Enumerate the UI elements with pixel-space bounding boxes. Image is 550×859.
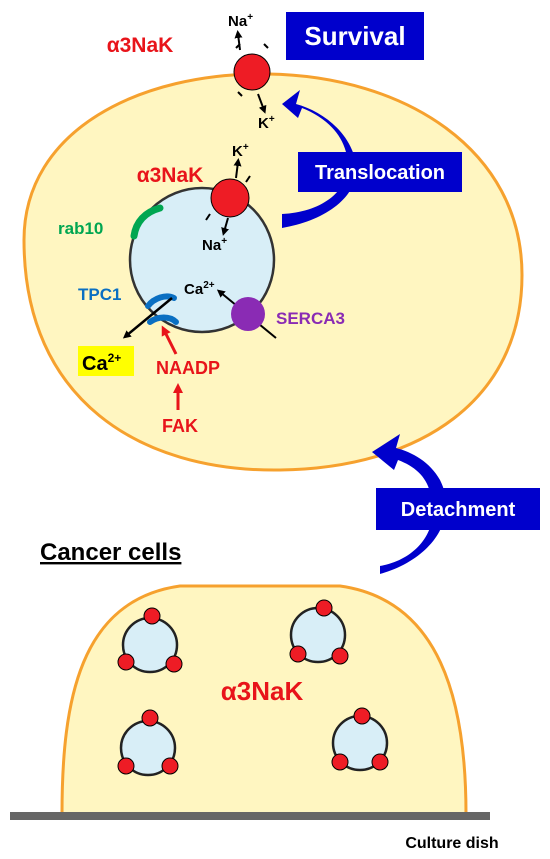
survival-label: Survival xyxy=(304,21,405,51)
vesicle-cluster xyxy=(331,707,389,772)
k-ion-cytosol: K+ xyxy=(232,142,249,160)
rab10-protein xyxy=(130,204,164,240)
vesicle-cluster xyxy=(117,607,183,674)
k-vesicle-arrow xyxy=(233,158,242,179)
detachment-arrow xyxy=(372,434,447,574)
a3nak-membrane-pump xyxy=(233,53,271,91)
a3nak-vesicle-pump xyxy=(210,178,250,218)
a3nak-vesicle-label: α3NaK xyxy=(137,164,204,187)
k-influx-arrow xyxy=(257,93,267,114)
culture-dish-label: Culture dish xyxy=(405,835,498,852)
a3nak-cell-label: α3NaK xyxy=(221,676,304,706)
ca-ion-lumen: Ca2+ xyxy=(184,280,215,298)
serca3-pump xyxy=(231,297,265,331)
na-ion-extracellular: Na+ xyxy=(228,12,253,30)
ca-release-arrow xyxy=(122,297,173,339)
serca3-label: SERCA3 xyxy=(276,309,345,328)
fak-label: FAK xyxy=(162,416,198,436)
k-ion-intracellular: K+ xyxy=(258,114,275,132)
detachment-banner xyxy=(376,488,540,530)
translocation-arrow xyxy=(282,90,357,228)
survival-banner xyxy=(286,12,424,60)
tpc1-channel xyxy=(145,293,177,309)
translocation-label: Translocation xyxy=(315,162,445,184)
na-ion-lumen: Na+ xyxy=(202,236,227,254)
culture-dish xyxy=(10,812,490,820)
vesicle-cluster xyxy=(289,599,349,665)
rab10-label: rab10 xyxy=(58,219,103,238)
ca-cytosol-highlight xyxy=(78,346,134,376)
ca-ion-cytosol: Ca2+ xyxy=(82,351,121,375)
cancer-cells-title: Cancer cells xyxy=(40,539,181,566)
detachment-label: Detachment xyxy=(401,499,516,521)
a3nak-membrane-label: α3NaK xyxy=(107,34,174,57)
tpc1-label: TPC1 xyxy=(78,285,121,304)
na-efflux-arrow xyxy=(234,30,243,51)
na-vesicle-arrow xyxy=(221,217,229,236)
translocation-banner xyxy=(298,152,462,192)
naadp-activation-arrow xyxy=(161,325,178,355)
naadp-label: NAADP xyxy=(156,358,220,378)
vesicle-cluster xyxy=(117,709,179,777)
